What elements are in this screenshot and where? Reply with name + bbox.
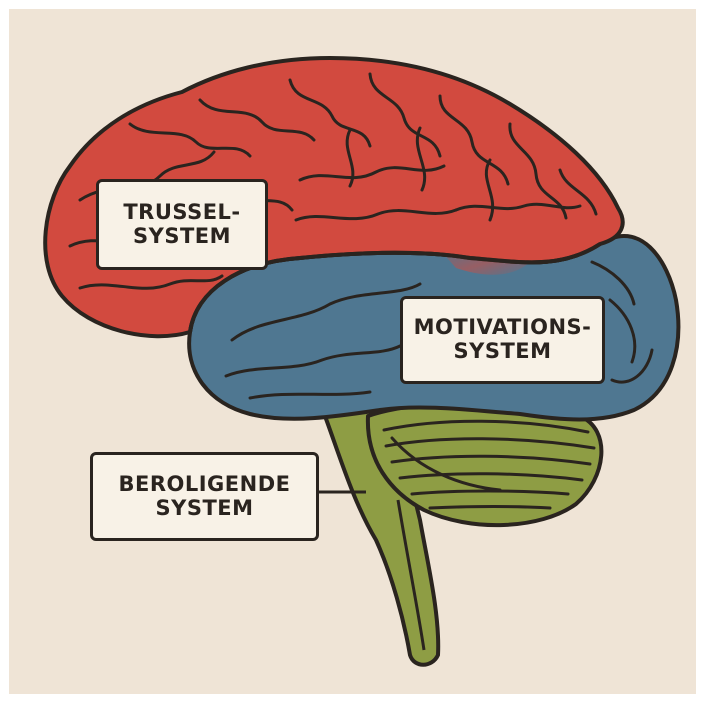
motivation-label-line1: MOTIVATIONS- [414,316,592,340]
threat-system-label: TRUSSEL- SYSTEM [96,179,268,270]
threat-label-line1: TRUSSEL- [123,201,240,225]
calming-system-label: BEROLIGENDE SYSTEM [90,452,319,541]
calming-label-line1: BEROLIGENDE [118,473,290,497]
motivation-label-line2: SYSTEM [453,340,551,364]
motivation-system-label: MOTIVATIONS- SYSTEM [400,296,605,384]
calming-label-line2: SYSTEM [155,497,253,521]
threat-label-line2: SYSTEM [133,225,231,249]
